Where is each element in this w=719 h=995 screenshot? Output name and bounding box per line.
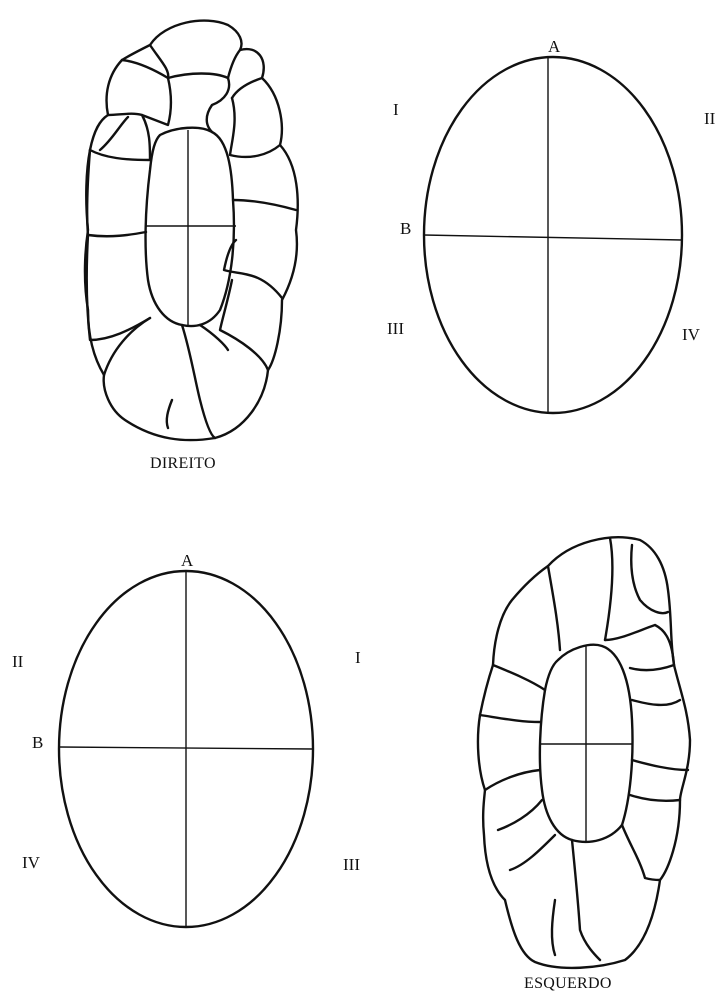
top-label-a: A bbox=[548, 37, 561, 56]
right-foot-center-oval bbox=[146, 128, 234, 326]
right-foot-drawing bbox=[85, 21, 298, 441]
bottom-label-quad-1: I bbox=[355, 648, 361, 667]
top-quadrant-diagram: A B I II III IV bbox=[387, 37, 716, 413]
top-label-quad-3: III bbox=[387, 319, 404, 338]
top-label-quad-4: IV bbox=[682, 325, 701, 344]
top-label-quad-2: II bbox=[704, 109, 716, 128]
left-foot-drawing bbox=[478, 537, 690, 968]
bottom-label-quad-3: III bbox=[343, 855, 360, 874]
left-foot-caption: ESQUERDO bbox=[524, 975, 612, 992]
bottom-label-b: B bbox=[32, 733, 43, 752]
bottom-label-quad-2: II bbox=[12, 652, 24, 671]
bottom-label-quad-4: IV bbox=[22, 853, 41, 872]
right-foot-cell-lines bbox=[87, 45, 296, 438]
top-ellipse-axis-horizontal bbox=[424, 235, 682, 240]
bottom-quadrant-diagram: A B II I IV III bbox=[12, 551, 361, 927]
top-label-quad-1: I bbox=[393, 100, 399, 119]
right-foot-outline bbox=[85, 21, 298, 441]
top-label-b: B bbox=[400, 219, 411, 238]
bottom-label-a: A bbox=[181, 551, 194, 570]
top-ellipse bbox=[424, 57, 682, 413]
right-foot-caption: DIREITO bbox=[150, 455, 216, 472]
left-foot-outline bbox=[478, 537, 690, 968]
